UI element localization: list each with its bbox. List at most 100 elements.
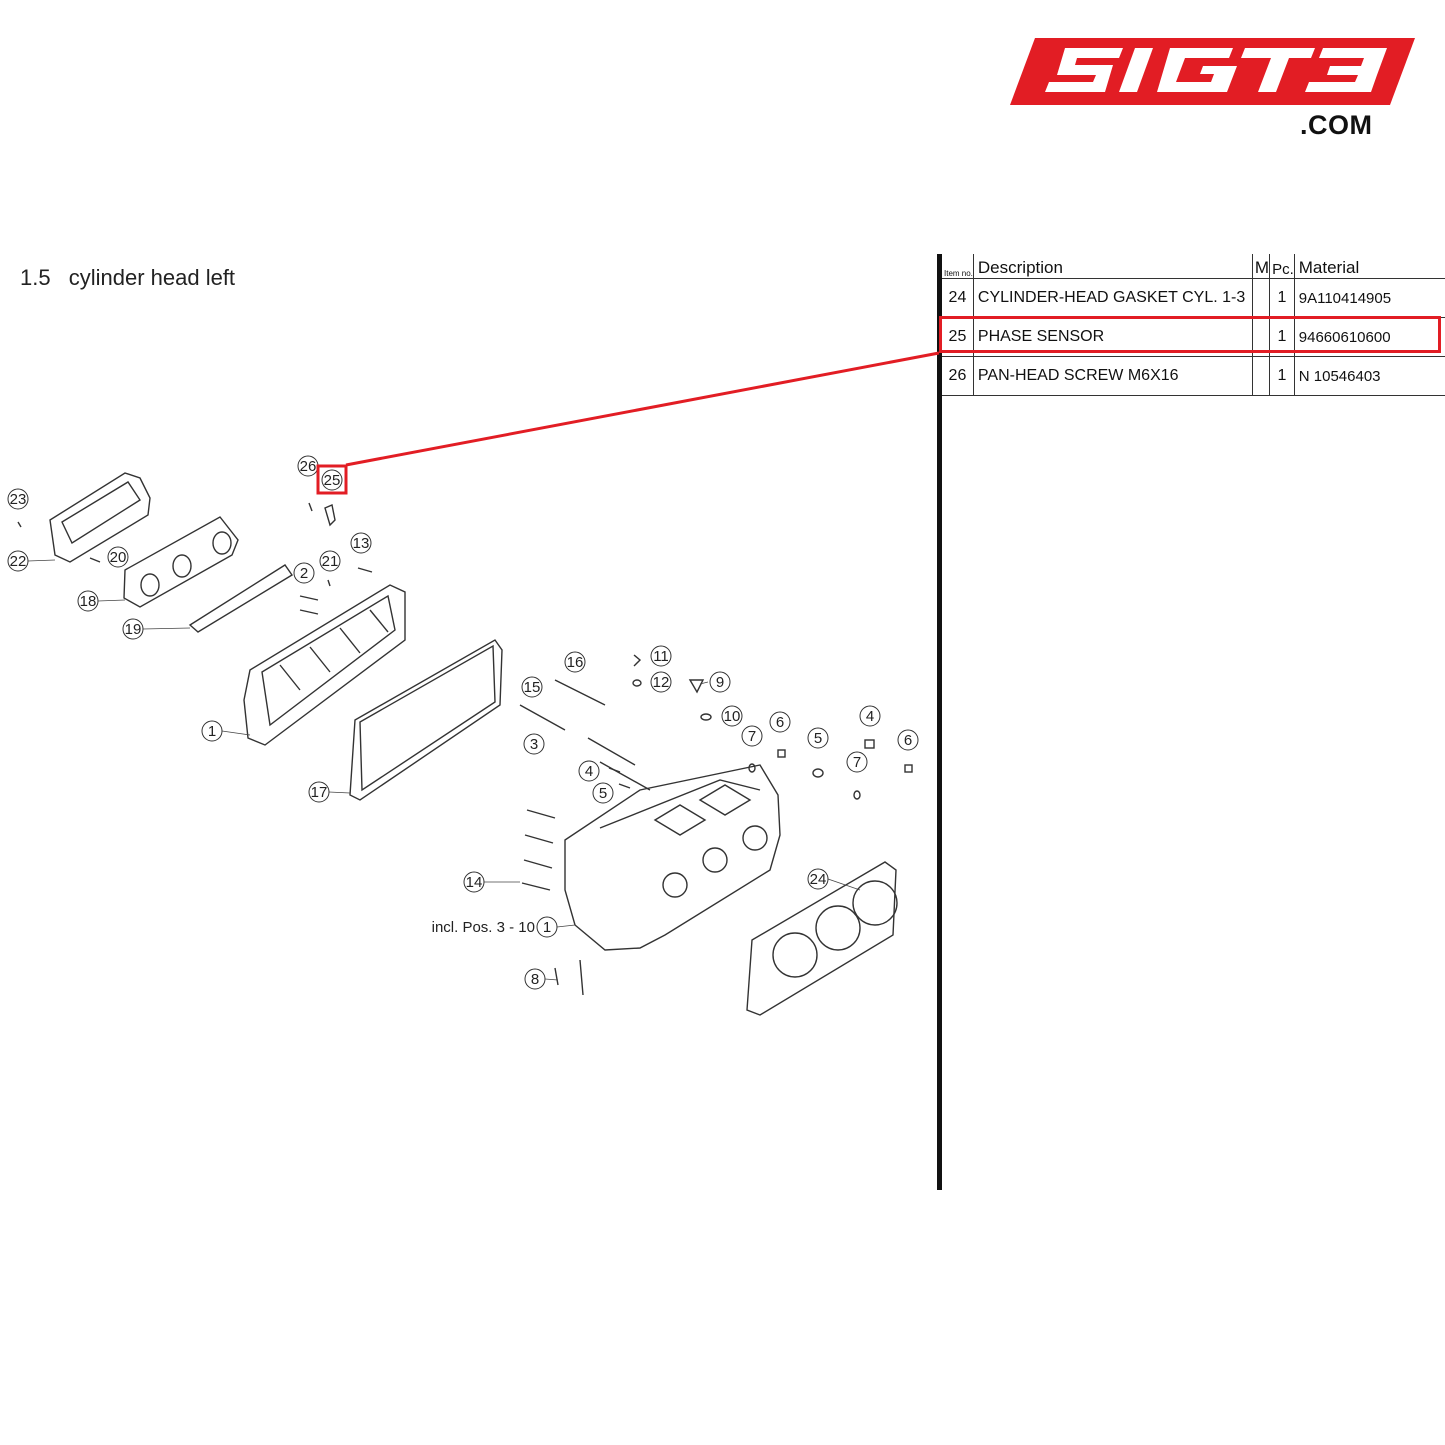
port	[172, 554, 192, 578]
callout-2[interactable]: 2	[293, 562, 315, 584]
callout-20[interactable]: 20	[107, 546, 129, 568]
callout-4[interactable]: 4	[578, 760, 600, 782]
callout-24[interactable]: 24	[807, 868, 829, 890]
callout-7[interactable]: 7	[741, 725, 763, 747]
gasket-19	[188, 564, 294, 633]
part-6b	[904, 764, 913, 773]
logo-letters	[1045, 48, 1387, 92]
callout-3[interactable]: 3	[523, 733, 545, 755]
svg-text:25: 25	[324, 472, 341, 489]
callout-5[interactable]: 5	[807, 727, 829, 749]
diagram-parts	[17, 472, 913, 1016]
part-12	[632, 679, 642, 687]
logo-domain: .COM	[1300, 110, 1373, 140]
intake-adaptor	[123, 516, 239, 608]
included-positions-note: incl. Pos. 3 - 10	[432, 919, 535, 936]
part-4-5-left	[608, 767, 631, 789]
callout-18[interactable]: 18	[77, 590, 99, 612]
header-item-no: Item no.	[942, 254, 974, 279]
svg-text:22: 22	[10, 553, 27, 570]
callout-21[interactable]: 21	[319, 550, 341, 572]
callout-5[interactable]: 5	[592, 782, 614, 804]
svg-text:23: 23	[10, 491, 27, 508]
valve-cover-ribs	[279, 609, 389, 691]
svg-text:1: 1	[543, 919, 551, 936]
port	[140, 573, 160, 597]
svg-text:9: 9	[716, 674, 724, 691]
callout-4[interactable]: 4	[859, 705, 881, 727]
svg-text:14: 14	[466, 874, 483, 891]
callout-25-highlight	[316, 464, 348, 495]
callout-10[interactable]: 10	[721, 705, 743, 727]
callout-1-note[interactable]: 1	[536, 916, 558, 938]
gasket-17	[349, 639, 503, 801]
small-bolts	[299, 567, 556, 891]
misc-screws	[17, 521, 331, 587]
callout-7[interactable]: 7	[846, 751, 868, 773]
svg-text:11: 11	[653, 648, 669, 665]
table-row[interactable]: 26 PAN-HEAD SCREW M6X16 1 N 10546403	[942, 356, 1445, 396]
cylinder-head	[564, 764, 781, 951]
long-bolts	[519, 679, 651, 791]
highlighted-row-frame	[939, 316, 1441, 353]
callout-22[interactable]: 22	[7, 550, 29, 572]
port-ring	[662, 872, 688, 898]
part-7b	[853, 790, 861, 800]
table-row[interactable]: 24 CYLINDER-HEAD GASKET CYL. 1-3 1 9A110…	[942, 278, 1445, 318]
svg-text:4: 4	[866, 708, 874, 725]
part-9	[688, 679, 705, 694]
part-10	[700, 713, 712, 721]
callout-8[interactable]: 8	[524, 968, 546, 990]
callout-23[interactable]: 23	[7, 488, 29, 510]
svg-text:7: 7	[748, 728, 756, 745]
callout-25[interactable]: 25	[316, 464, 348, 495]
row-description: CYLINDER-HEAD GASKET CYL. 1-3	[973, 278, 1253, 318]
cylinder-head-edge	[599, 779, 761, 829]
exploded-diagram: 1 2 3 4 4 5 5 6 6 7 7 8 9 10 11 12 13 14…	[7, 455, 919, 1016]
row-item-no: 26	[942, 356, 974, 396]
part-11	[633, 654, 642, 667]
leader-lines	[27, 559, 861, 981]
svg-text:5: 5	[599, 785, 607, 802]
svg-text:12: 12	[653, 674, 670, 691]
svg-text:6: 6	[776, 714, 784, 731]
dowels	[554, 959, 584, 996]
row-item-no: 24	[942, 278, 974, 318]
callout-26[interactable]: 26	[297, 455, 319, 477]
callout-6[interactable]: 6	[769, 711, 791, 733]
svg-text:7: 7	[853, 754, 861, 771]
callout-6[interactable]: 6	[897, 729, 919, 751]
section-title: cylinder head left	[68, 265, 236, 290]
callout-16[interactable]: 16	[564, 651, 586, 673]
header-description: Description	[973, 254, 1253, 279]
row-material: 9A110414905	[1294, 278, 1445, 318]
svg-text:26: 26	[300, 458, 317, 475]
part-7	[748, 763, 756, 773]
callout-13[interactable]: 13	[350, 532, 372, 554]
bore	[852, 880, 898, 926]
callout-1[interactable]: 1	[201, 720, 223, 742]
phase-sensor	[324, 504, 336, 527]
callout-11[interactable]: 11	[650, 645, 672, 667]
svg-text:8: 8	[531, 971, 539, 988]
callout-19[interactable]: 19	[122, 618, 144, 640]
valve-cover	[243, 584, 406, 746]
pan-head-screw	[308, 502, 313, 512]
svg-text:15: 15	[524, 679, 541, 696]
svg-text:1: 1	[208, 723, 216, 740]
row-m	[1252, 356, 1271, 396]
callout-9[interactable]: 9	[709, 671, 731, 693]
svg-text:10: 10	[724, 708, 741, 725]
callout-14[interactable]: 14	[463, 871, 485, 893]
svg-text:19: 19	[125, 621, 142, 638]
parts-table-header: Item no. Description M Pc. Material	[942, 254, 1445, 279]
svg-text:5: 5	[814, 730, 822, 747]
svg-text:4: 4	[585, 763, 593, 780]
callout-12[interactable]: 12	[650, 671, 672, 693]
row-m	[1252, 317, 1271, 357]
callout-15[interactable]: 15	[521, 676, 543, 698]
callout-17[interactable]: 17	[308, 781, 330, 803]
header-material: Material	[1294, 254, 1445, 279]
port	[212, 531, 232, 555]
row-description: PAN-HEAD SCREW M6X16	[973, 356, 1253, 396]
